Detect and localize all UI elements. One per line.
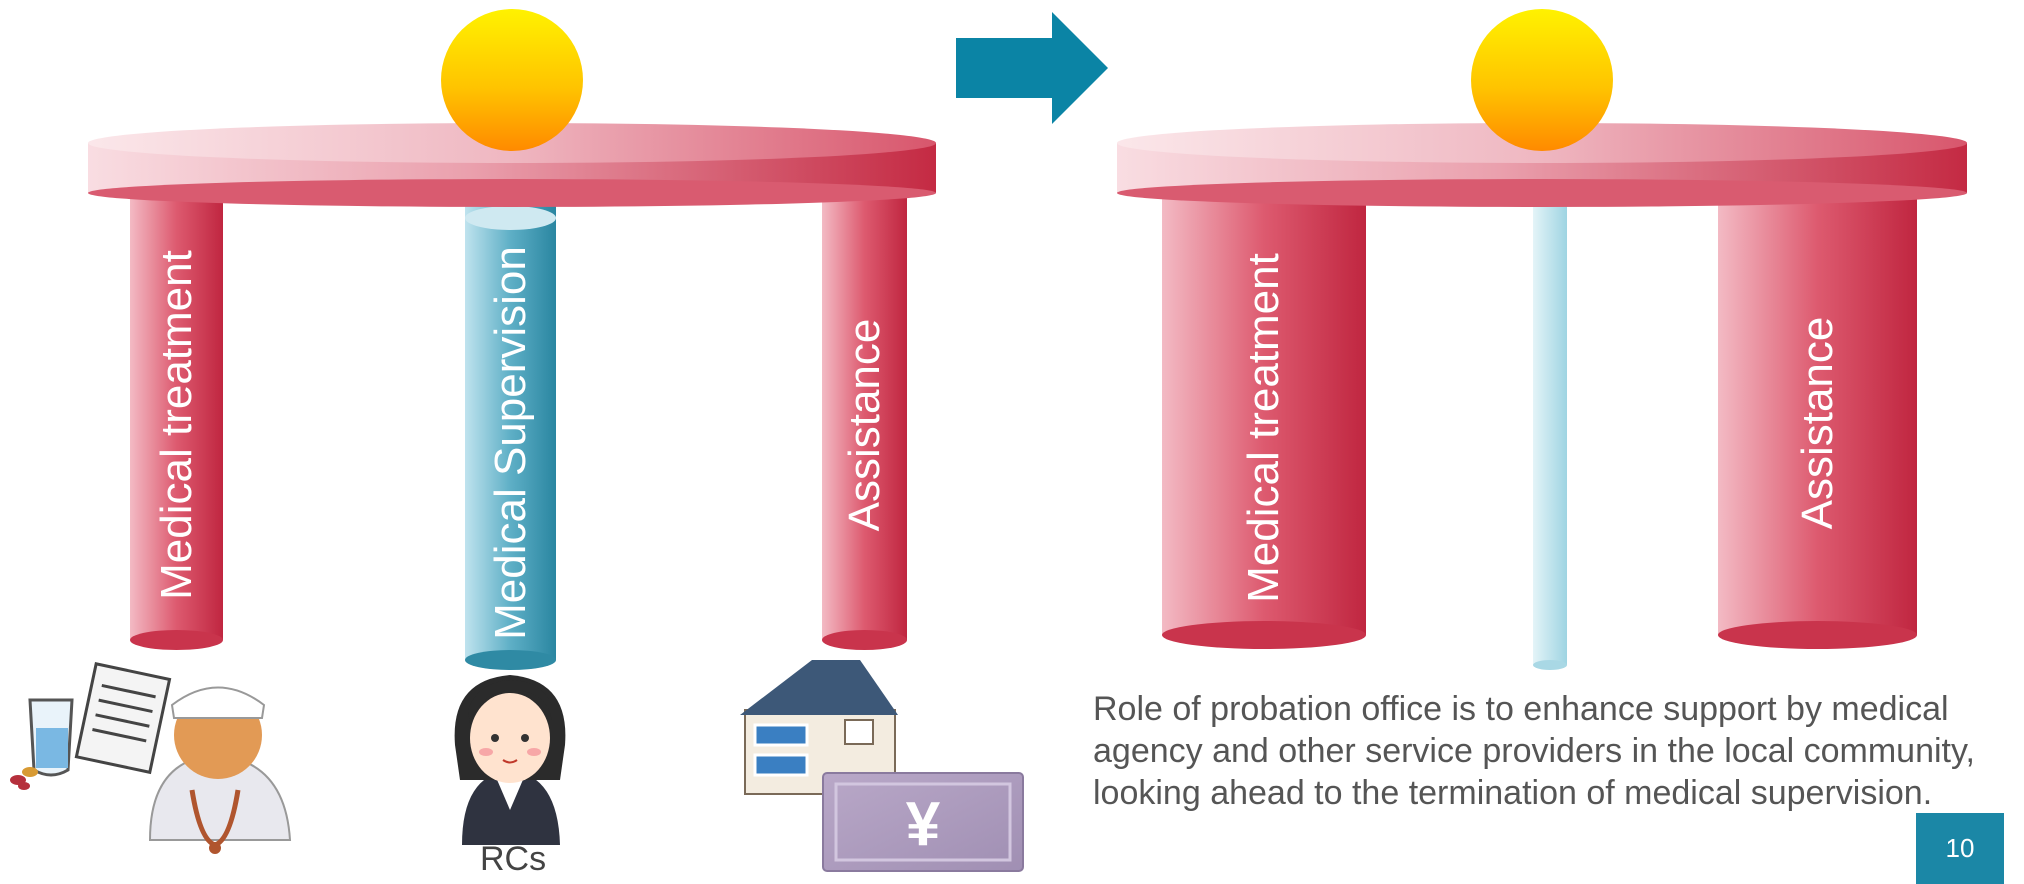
- rcs-label: RCs: [480, 840, 547, 878]
- leg-assistance-right: [1718, 190, 1917, 649]
- yen-banknote-icon: ¥: [822, 772, 1024, 872]
- right-table: [1117, 9, 1967, 670]
- svg-text:¥: ¥: [906, 790, 941, 859]
- doctor-icon: [148, 686, 292, 854]
- page-number: 10: [1916, 813, 2004, 884]
- caption-text: Role of probation office is to enhance s…: [1093, 690, 1975, 812]
- officer-icon: [454, 675, 566, 845]
- leg-medical-treatment-right: [1162, 190, 1366, 649]
- leg-medical-supervision: [465, 200, 556, 670]
- leg-label-assistance-right: Assistance: [1793, 316, 1842, 530]
- leg-assistance-left: [822, 190, 907, 650]
- sun-ball-icon: [1471, 9, 1613, 151]
- leg-label-medical-treatment-right: Medical treatment: [1239, 253, 1288, 603]
- leg-medical-treatment-left: [130, 190, 223, 650]
- leg-thin-supervision: [1533, 195, 1567, 670]
- medicine-icon: [10, 662, 172, 790]
- arrow-right-icon: [956, 12, 1108, 124]
- leg-label-assistance-left: Assistance: [840, 318, 889, 532]
- left-table: [88, 9, 936, 670]
- sun-ball-icon: [441, 9, 583, 151]
- leg-label-medical-supervision: Medical Supervision: [486, 246, 535, 640]
- table-top-right: [1117, 123, 1967, 207]
- leg-label-medical-treatment-left: Medical treatment: [152, 250, 201, 600]
